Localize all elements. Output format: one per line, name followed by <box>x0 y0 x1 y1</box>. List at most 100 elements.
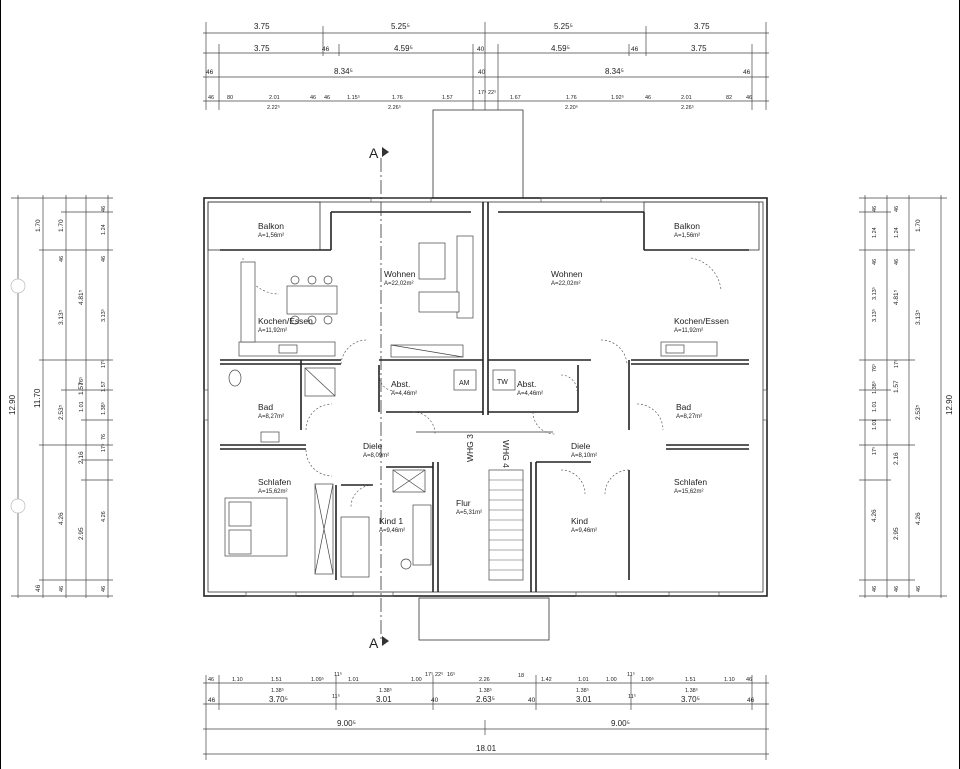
dim-right-c4-9: 4.26 <box>871 509 878 522</box>
punch-hole-bottom <box>10 498 26 514</box>
dim-right-c3-4: 4.81⁵ <box>893 289 900 305</box>
dim-top-r4-11: 1.67 <box>510 95 521 101</box>
room-area-balkon-left: A=1,56m² <box>258 233 284 239</box>
room-label-balkon-right: Balkon <box>674 221 700 231</box>
dim-bot-r2-2: 3.70⁵ <box>269 695 288 704</box>
dim-left-c5-12: 4.26 <box>101 511 107 522</box>
room-area-schlafen-right: A=15,62m² <box>674 489 704 495</box>
room-label-schlafen-left: Schlafen <box>258 477 291 487</box>
left-dimension-chain: 12.90 11.70 1.70 3.13⁵ 2.53⁵ 4.26 46 1.7… <box>8 195 113 598</box>
appliance-am: AM <box>459 380 470 387</box>
dim-top-r2-1: 3.75 <box>254 44 270 53</box>
section-line: A A <box>369 145 389 651</box>
dim-bot-r2-8: 3.01 <box>576 695 592 704</box>
dim-bot-r1-1: 46 <box>208 677 214 683</box>
dim-bot-r1-9: 22⁵ <box>435 671 443 678</box>
furniture <box>224 235 718 581</box>
dim-left-c5-11: 76 <box>101 434 107 440</box>
room-label-abst-left: Abst. <box>391 379 410 389</box>
dim-right-c3-10: 2.95 <box>893 527 900 540</box>
dim-left-c4-5: 2.16 <box>78 451 85 464</box>
dim-bot-r2-3: 11⁵ <box>332 693 340 700</box>
dim-left-c5-4: 3.13⁵ <box>100 309 107 322</box>
dim-bot-r1-17: 1.09⁵ <box>641 676 654 683</box>
dim-right-c4-3: 46 <box>872 259 878 265</box>
dim-left-c5-9: 1.38⁵ <box>100 402 107 415</box>
dim-left-c4-3: 4.81⁵ <box>78 289 85 305</box>
room-label-bad-left: Bad <box>258 402 273 412</box>
dim-top-r4-17: 46 <box>746 95 752 101</box>
dim-top-r4-4: 46 <box>310 95 316 101</box>
dim-right-c4-1: 46 <box>872 206 878 212</box>
dim-left-c5-2: 1.24 <box>101 224 107 235</box>
dim-top-r4-1: 46 <box>208 95 214 101</box>
room-area-bad-right: A=8,27m² <box>676 414 702 420</box>
room-label-wohnen-left: Wohnen <box>384 269 416 279</box>
dim-right-c4-10: 46 <box>872 586 878 592</box>
dim-bot-r1-3: 1.51 <box>271 677 282 683</box>
dim-top-r2-4: 40 <box>477 46 485 53</box>
dim-left-c3-2: 3.13⁵ <box>58 309 65 325</box>
dim-bot-r2-1: 46 <box>208 697 216 704</box>
dim-top-r3-2: 8.34⁵ <box>334 67 353 76</box>
dim-left-c3-1: 1.70 <box>35 219 42 232</box>
dim-right-c3-8: 1.01 <box>872 401 878 412</box>
dim-left-c3-3: 2.53⁵ <box>58 404 65 420</box>
room-area-diele-left: A=8,09m² <box>363 453 389 459</box>
room-label-kochen-left: Kochen/Essen <box>258 316 313 326</box>
dim-right-c3-5: 3.13⁵ <box>871 309 878 322</box>
dim-bot-r1-5: 11⁵ <box>334 671 342 678</box>
dim-right-c3-9: 2.16 <box>893 452 900 465</box>
room-label-kochen-right: Kochen/Essen <box>674 316 729 326</box>
dim-top-r3-3: 40 <box>478 69 486 76</box>
dim-right-c4-5: 76⁵ <box>871 364 878 372</box>
bottom-dimension-chain: 46 1.10 1.51 1.09⁵ 11⁵ 1.01 1.00 17⁵ 22⁵… <box>203 671 769 760</box>
dim-right-c4-4: 3.13⁵ <box>871 287 878 300</box>
dim-bot-r2-11: 46 <box>747 697 755 704</box>
room-area-kind-right: A=9,46m² <box>571 528 597 534</box>
dim-top-r4-3: 2.01 <box>269 95 280 101</box>
dim-right-c2-1: 1.70 <box>915 219 922 232</box>
dim-left-outer: 12.90 <box>8 394 17 415</box>
dim-right-c2-5: 46 <box>916 586 922 592</box>
dim-top-r2-7: 3.75 <box>691 44 707 53</box>
unit-label-whg4: WHG 4 <box>501 440 511 468</box>
dim-bot-r2-7: 40 <box>528 697 536 704</box>
dim-right-c3-3: 46 <box>894 259 900 265</box>
dim-bot-r1-8: 17⁵ <box>425 671 433 678</box>
dim-top-r4-12: 1.76 <box>566 95 577 101</box>
dim-bot-r1-18: 1.51 <box>685 677 696 683</box>
room-area-schlafen-left: A=15,62m² <box>258 489 288 495</box>
dim-top-r4-14: 46 <box>645 95 651 101</box>
dim-top-r2-6: 46 <box>631 46 639 53</box>
dim-top-3: 5.25⁵ <box>554 22 573 31</box>
dim-top-r2-5: 4.59⁵ <box>551 44 570 53</box>
dim-bot-sub-5: 1.38⁵ <box>685 687 698 694</box>
dim-right-c3-7: 1.57 <box>893 380 900 393</box>
windows <box>203 197 768 597</box>
dim-top-r4-16: 82 <box>726 95 732 101</box>
dim-bot-r2-6: 2.63⁵ <box>476 695 495 704</box>
dim-top-r2-2: 46 <box>322 46 330 53</box>
dim-right-outer: 12.90 <box>945 394 954 415</box>
dim-top-r4-13: 1.92⁵ <box>611 94 624 101</box>
dim-bot-r1-19: 1.10 <box>724 677 735 683</box>
room-area-flur: A=5,31m² <box>456 510 482 516</box>
room-label-wohnen-right: Wohnen <box>551 269 583 279</box>
dim-left-c5-5: 17⁵ <box>100 360 107 368</box>
room-area-kochen-right: A=11,92m² <box>674 328 703 334</box>
dim-right-c2-3: 2.53⁵ <box>915 404 922 420</box>
dim-right-c2-2: 3.13⁵ <box>915 309 922 325</box>
dim-bot-r1-4: 1.09⁵ <box>311 676 324 683</box>
dim-top-2: 5.25⁵ <box>391 22 410 31</box>
appliance-tw: TW <box>497 379 508 386</box>
dim-bot-r1-2: 1.10 <box>232 677 243 683</box>
dim-bot-r1-14: 1.01 <box>578 677 589 683</box>
room-label-balkon-left: Balkon <box>258 221 284 231</box>
dim-bot-r1-13: 1.42 <box>541 677 552 683</box>
dim-bot-sub-3: 1.38⁵ <box>479 687 492 694</box>
dim-top-1: 3.75 <box>254 22 270 31</box>
dim-top-r4-2: 80 <box>227 95 233 101</box>
dim-bot-r1-11: 2.26 <box>479 677 490 683</box>
